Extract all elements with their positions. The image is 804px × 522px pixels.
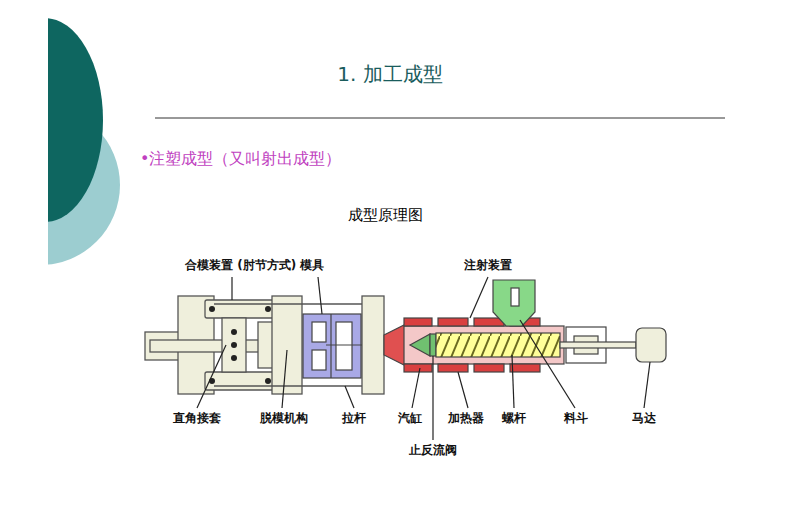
tie-bar [214, 385, 362, 386]
part-label: 止反流阀 [409, 443, 457, 457]
part-label: 合模装置 (肘节方式) 模具 [185, 258, 324, 272]
tie-bar [214, 303, 362, 304]
piston-rod [150, 340, 270, 352]
injection-unit [384, 280, 666, 372]
screw-tip [410, 334, 430, 356]
part-label: 直角接套 [173, 411, 221, 425]
part-label: 脱模机构 [260, 411, 308, 425]
part-label: 汽缸 [398, 411, 422, 425]
mold [303, 314, 362, 378]
check-valve [430, 334, 436, 356]
part-label: 拉杆 [342, 411, 366, 425]
pins [209, 306, 271, 384]
figure-heading: 成型原理图 [348, 206, 423, 224]
barrel [404, 326, 564, 364]
dark-circle [48, 18, 103, 222]
fixed-platen [362, 296, 384, 394]
bullet-text: •注塑成型（又叫射出成型） [140, 149, 341, 168]
leader-lines [197, 277, 650, 440]
moving-platen [272, 296, 302, 394]
slide-title: 1. 加工成型 [337, 62, 442, 86]
part-label: 加热器 [448, 411, 484, 425]
part-label: 注射装置 [464, 258, 512, 272]
toggle-link [205, 372, 275, 390]
hopper [493, 280, 535, 326]
toggle-link [205, 300, 275, 318]
slide-decoration [48, 18, 120, 265]
motor [636, 328, 666, 362]
part-label: 螺杆 [502, 411, 526, 425]
part-label: 料斗 [564, 411, 588, 425]
part-label: 马达 [632, 411, 656, 425]
title-rule [155, 118, 725, 119]
clamping-unit [145, 296, 384, 394]
